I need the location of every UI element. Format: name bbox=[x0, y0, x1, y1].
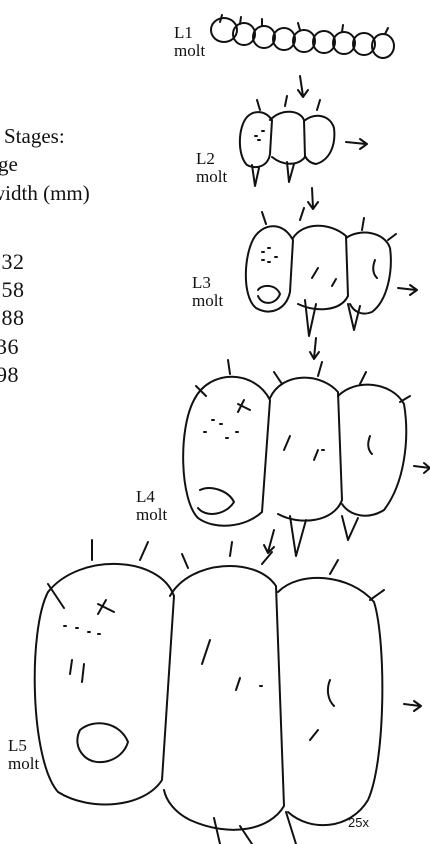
arrow-l4-right bbox=[414, 463, 430, 473]
table-heading-line-1: Stages: bbox=[4, 124, 65, 148]
larva-l2 bbox=[240, 96, 335, 186]
arrow-l2-right bbox=[346, 139, 367, 149]
stage-name-l1: L1 bbox=[174, 24, 205, 42]
stage-label-l4: L4 molt bbox=[136, 488, 167, 524]
larva-l1 bbox=[211, 15, 394, 58]
table-heading-line-3: width (mm) bbox=[0, 181, 90, 205]
stage-label-l1: L1 molt bbox=[174, 24, 205, 60]
head-width-value-4: 36 bbox=[0, 334, 19, 359]
arrow-l5-right bbox=[404, 701, 421, 711]
head-width-value-2: 0.58 bbox=[0, 277, 25, 302]
larva-l3 bbox=[246, 208, 396, 336]
arrow-l3-right bbox=[398, 285, 417, 295]
stage-name-l4: L4 bbox=[136, 488, 167, 506]
stage-event-l3: molt bbox=[192, 292, 223, 310]
head-width-value-3: 0.88 bbox=[0, 305, 25, 330]
stage-event-l4: molt bbox=[136, 506, 167, 524]
table-heading-line-2: ge bbox=[0, 152, 18, 176]
stage-event-l2: molt bbox=[196, 168, 227, 186]
stage-label-l2: L2 molt bbox=[196, 150, 227, 186]
head-width-value-5: 98 bbox=[0, 362, 19, 387]
larva-l5 bbox=[35, 540, 384, 844]
stage-event-l1: molt bbox=[174, 42, 205, 60]
stage-label-l5: L5 molt bbox=[8, 737, 39, 773]
stage-label-l3: L3 molt bbox=[192, 274, 223, 310]
arrow-l1-l2 bbox=[298, 76, 308, 97]
stage-event-l5: molt bbox=[8, 755, 39, 773]
stage-name-l5: L5 bbox=[8, 737, 39, 755]
magnification-label: 25x bbox=[348, 815, 369, 830]
arrow-l3-l4 bbox=[310, 338, 319, 359]
stage-name-l2: L2 bbox=[196, 150, 227, 168]
arrow-l4-l5 bbox=[264, 530, 274, 553]
head-width-value-1: 0.32 bbox=[0, 249, 25, 274]
larva-l4 bbox=[183, 360, 410, 556]
stage-name-l3: L3 bbox=[192, 274, 223, 292]
arrow-l2-l3 bbox=[308, 188, 318, 209]
